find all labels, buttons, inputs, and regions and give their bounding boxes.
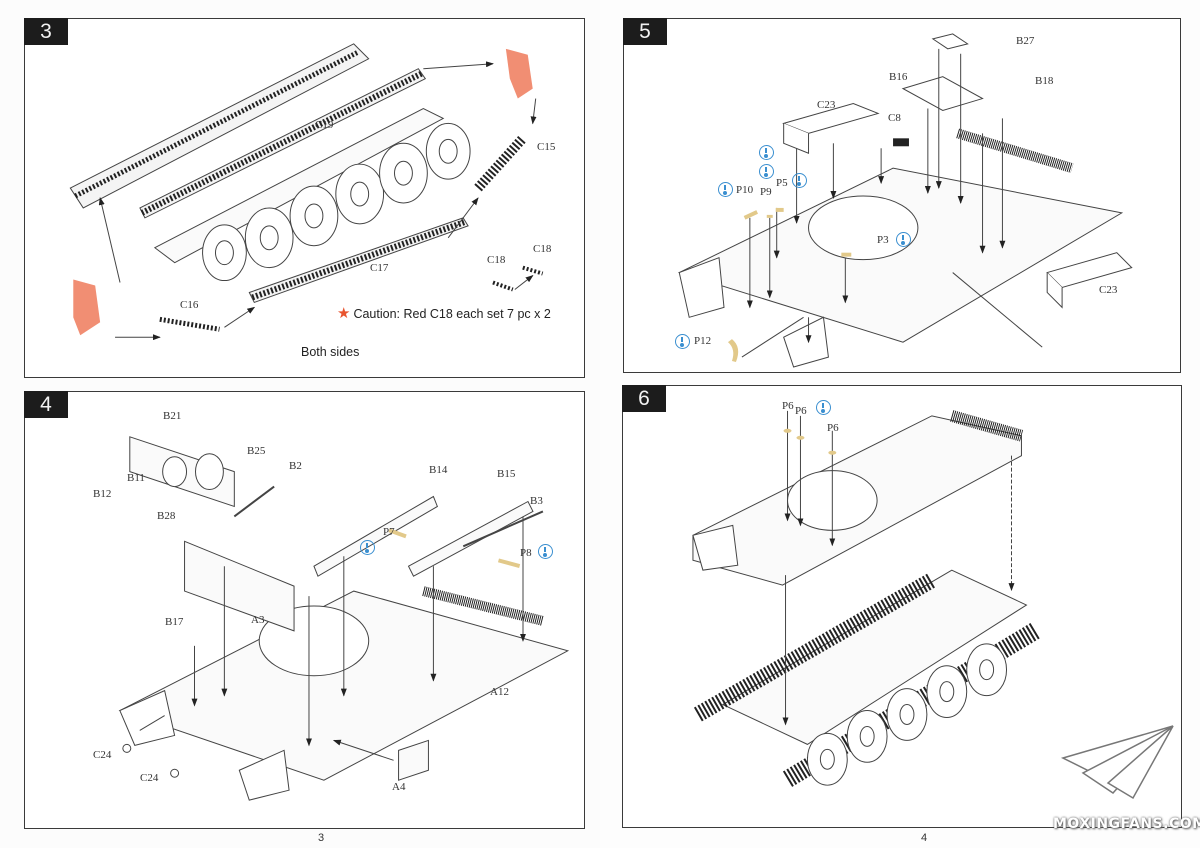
glue-drop-icon [816, 400, 831, 415]
part-label-c19: C19 [315, 119, 334, 131]
star-icon: ★ [337, 305, 351, 322]
step-6-badge: 6 [622, 385, 666, 412]
glue-drop-icon [792, 173, 807, 188]
part-label-a4: A4 [392, 781, 406, 793]
step-3-badge: 3 [24, 18, 68, 45]
part-label-c18: C18 [487, 254, 506, 266]
part-label-b12: B12 [93, 488, 112, 500]
part-label-b27: B27 [1016, 35, 1035, 47]
part-label-b14: B14 [429, 464, 448, 476]
part-label-b3: B3 [530, 495, 543, 507]
part-label-b15: B15 [497, 468, 516, 480]
part-label-b11: B11 [127, 472, 145, 484]
glue-drop-icon [718, 182, 733, 197]
part-label-b16: B16 [889, 71, 908, 83]
part-label-c24: C24 [93, 749, 112, 761]
part-label-a12: A12 [490, 686, 509, 698]
part-label-p12: P12 [694, 335, 712, 347]
part-label-p6: P6 [795, 405, 807, 417]
part-label-p7: P7 [383, 526, 395, 538]
step-3-diagram [69, 43, 544, 341]
page-4: 5 [600, 0, 1200, 848]
part-label-c23: C23 [817, 99, 836, 111]
glue-drop-icon [896, 232, 911, 247]
step-5-panel: 5 [623, 18, 1181, 373]
part-label-p5: P5 [776, 177, 788, 189]
page-3: 3 [24, 18, 585, 844]
part-label-b28: B28 [157, 510, 176, 522]
step-5-badge: 5 [623, 18, 667, 45]
step-5-diagram [677, 33, 1133, 368]
step-4-panel: 4 [24, 391, 585, 829]
step-4-diagram [118, 436, 570, 801]
watermark-text: MOXINGFANS.COM [1053, 816, 1200, 832]
glue-drop-icon [538, 544, 553, 559]
page-number: 4 [921, 832, 928, 844]
part-label-p6: P6 [782, 400, 794, 412]
part-label-c18: C18 [533, 243, 552, 255]
step-4-badge: 4 [24, 391, 68, 418]
both-sides-note: Both sides [301, 345, 360, 359]
part-label-p10: P10 [736, 184, 754, 196]
part-label-a3: A3 [251, 614, 265, 626]
glue-drop-icon [675, 334, 690, 349]
step-3-panel: 3 [24, 18, 585, 378]
part-label-c15: C15 [537, 141, 556, 153]
part-label-c17: C17 [370, 262, 389, 274]
paper-plane-icon [1060, 725, 1174, 800]
part-label-c24: C24 [140, 772, 159, 784]
part-label-b2: B2 [289, 460, 302, 472]
part-label-c8: C8 [888, 112, 901, 124]
watermark: MOXINGFANS.COM [1053, 718, 1200, 838]
part-label-p9: P9 [760, 186, 772, 198]
part-label-c23: C23 [1099, 284, 1118, 296]
step-6-diagram [692, 410, 1042, 787]
page-number: 3 [318, 832, 325, 844]
part-label-b17: B17 [165, 616, 184, 628]
glue-drop-icon [759, 164, 774, 179]
glue-drop-icon [360, 540, 375, 555]
part-label-b18: B18 [1035, 75, 1054, 87]
part-label-b21: B21 [163, 410, 182, 422]
part-label-p8: P8 [520, 547, 532, 559]
part-label-p6: P6 [827, 422, 839, 434]
caution-text: Caution: Red C18 each set 7 pc x 2 [353, 307, 551, 321]
glue-drop-icon [759, 145, 774, 160]
part-label-c16: C16 [180, 299, 199, 311]
part-label-p3: P3 [877, 234, 889, 246]
part-label-b25: B25 [247, 445, 266, 457]
caution-note: ★Caution: Red C18 each set 7 pc x 2 [337, 304, 551, 322]
